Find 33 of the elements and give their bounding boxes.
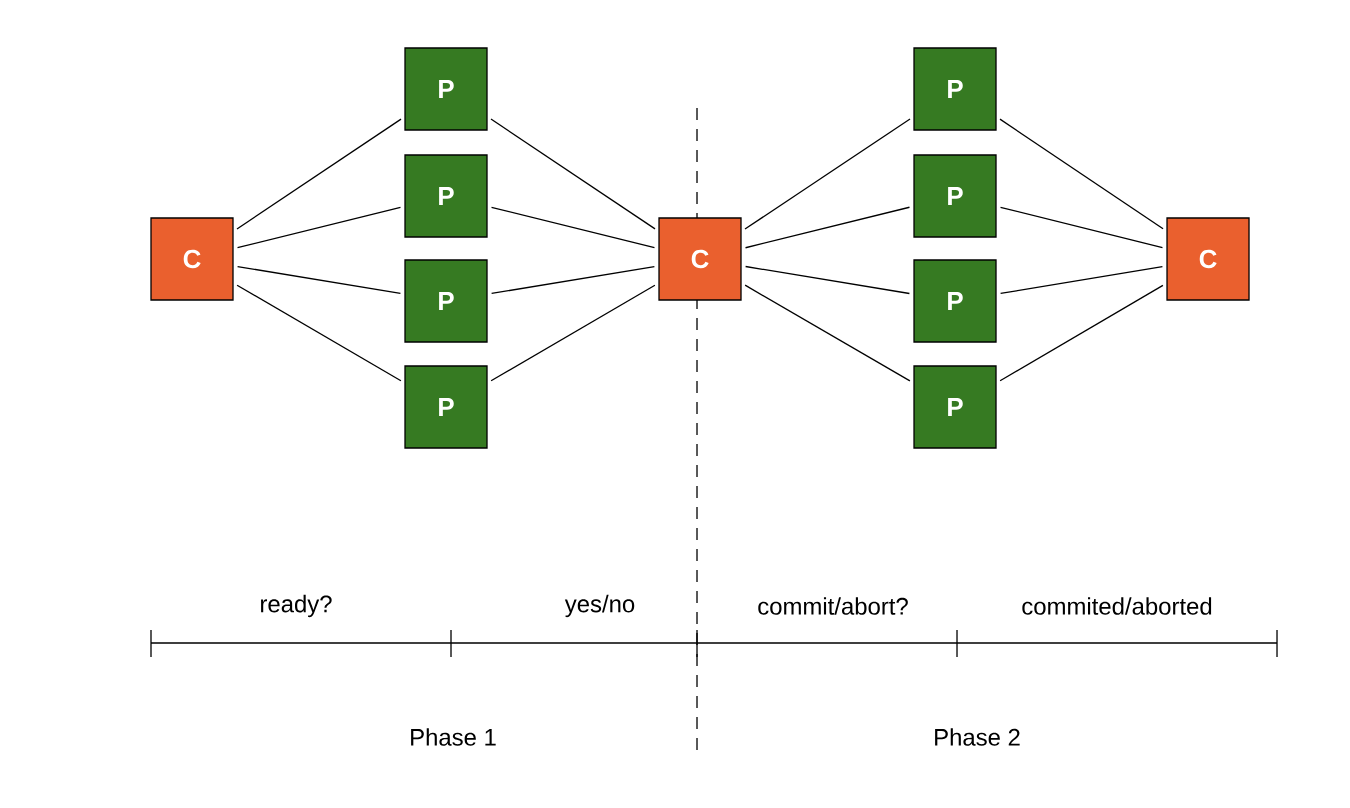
participant-box: P: [913, 365, 997, 449]
connector-line: [999, 118, 1164, 230]
participant-box: P: [913, 47, 997, 131]
connector-line: [999, 206, 1164, 249]
connector-line: [744, 265, 911, 295]
step-label: commited/aborted: [1022, 597, 1212, 615]
coordinator-box: C: [1166, 217, 1250, 301]
connector-line: [490, 265, 656, 295]
connector-line: [236, 265, 402, 295]
connector-line: [490, 118, 656, 230]
phase-label: Phase 1: [411, 728, 496, 746]
connector-line: [490, 284, 656, 382]
connector-line: [490, 206, 656, 249]
connector-line: [999, 284, 1164, 382]
connector-line: [999, 265, 1164, 295]
step-label: yes/no: [564, 594, 635, 618]
participant-box: P: [404, 259, 488, 343]
coordinator-box: C: [658, 217, 742, 301]
participant-box: P: [404, 47, 488, 131]
step-label: commit/abort?: [758, 597, 908, 615]
participant-box: P: [913, 259, 997, 343]
participant-box: P: [913, 154, 997, 238]
connector-line: [744, 284, 911, 382]
connector-line: [236, 206, 402, 249]
participant-box: P: [404, 154, 488, 238]
connector-line: [236, 118, 402, 230]
phase-label: Phase 2: [935, 728, 1020, 746]
connector-line: [236, 284, 402, 382]
participant-box: P: [404, 365, 488, 449]
coordinator-box: C: [150, 217, 234, 301]
connector-line: [744, 118, 911, 230]
step-label: ready?: [261, 594, 332, 618]
connector-line: [744, 206, 911, 249]
